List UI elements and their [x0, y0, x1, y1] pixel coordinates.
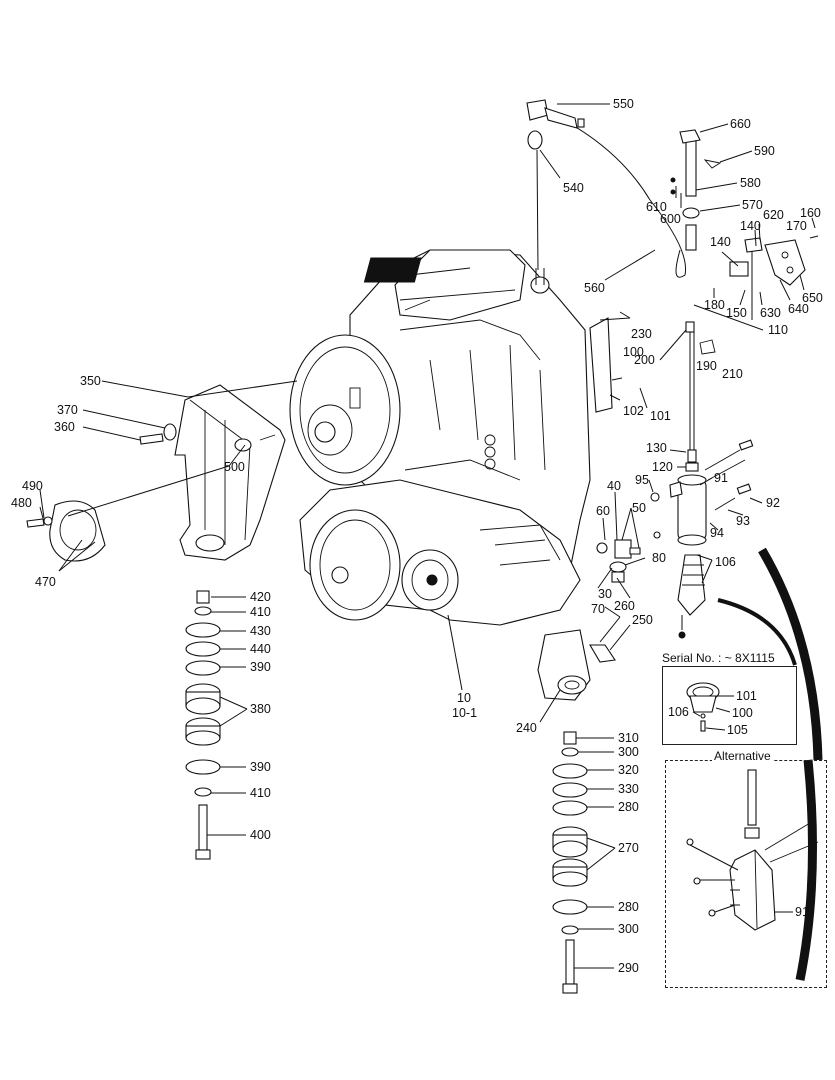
callout-40: 40	[607, 479, 621, 493]
callout-91: 91	[714, 471, 728, 485]
callout-420: 420	[250, 590, 271, 604]
callout-140a: 140	[740, 219, 761, 233]
callout-110: 110	[768, 323, 788, 337]
callout-470: 470	[35, 575, 56, 589]
callout-70: 70	[591, 602, 605, 616]
leader-lines	[39, 103, 816, 969]
callout-300b: 300	[618, 922, 639, 936]
callout-92: 92	[766, 496, 780, 510]
callout-120: 120	[652, 460, 673, 474]
callout-390a: 390	[250, 660, 271, 674]
callout-360: 360	[54, 420, 75, 434]
callout-290: 290	[618, 961, 639, 975]
callout-560: 560	[584, 281, 605, 295]
callout-630: 630	[760, 306, 781, 320]
callout-160: 160	[800, 206, 821, 220]
callout-93: 93	[736, 514, 750, 528]
mount-stack-right	[552, 731, 588, 994]
callout-80: 80	[652, 551, 666, 565]
callout-106: 106	[715, 555, 736, 569]
mount-stack-left	[185, 590, 221, 860]
callout-590: 590	[754, 144, 775, 158]
callout-10: 10	[457, 691, 471, 705]
callout-580: 580	[740, 176, 761, 190]
callout-350: 350	[80, 374, 101, 388]
serial-inset-title: Serial No. : ~ 8X1115	[660, 651, 777, 665]
callout-95: 95	[635, 473, 649, 487]
serial-callout-101: 101	[736, 689, 757, 703]
flange-470	[26, 500, 106, 562]
callout-400: 400	[250, 828, 271, 842]
callout-240: 240	[516, 721, 537, 735]
callout-102: 102	[623, 404, 644, 418]
cover-plate-100	[589, 317, 631, 413]
callout-94: 94	[710, 526, 724, 540]
callout-280b: 280	[618, 900, 639, 914]
dipstick-tube-group	[526, 99, 819, 460]
connector-group-30-80	[596, 539, 641, 583]
callout-310: 310	[618, 731, 639, 745]
alternative-callout-91: 91	[795, 905, 809, 919]
callout-320: 320	[618, 763, 639, 777]
callout-650: 650	[802, 291, 823, 305]
callout-180: 180	[704, 298, 725, 312]
callout-10-1: 10-1	[452, 706, 477, 720]
callout-200: 200	[634, 353, 655, 367]
callout-600: 600	[660, 212, 681, 226]
callout-550: 550	[613, 97, 634, 111]
callout-300a: 300	[618, 745, 639, 759]
callout-440: 440	[250, 642, 271, 656]
serial-callout-100: 100	[732, 706, 753, 720]
hose-lines	[717, 547, 823, 981]
alternative-box-parts	[686, 769, 819, 931]
callout-260: 260	[614, 599, 635, 613]
serial-inset-box	[662, 666, 797, 745]
callout-330: 330	[618, 782, 639, 796]
callout-540: 540	[563, 181, 584, 195]
callout-50: 50	[632, 501, 646, 515]
callout-410a: 410	[250, 605, 271, 619]
callout-660: 660	[730, 117, 751, 131]
callout-60: 60	[596, 504, 610, 518]
serial-box-parts	[686, 682, 720, 732]
callout-170: 170	[786, 219, 807, 233]
filter-91-group	[650, 439, 754, 639]
callout-130: 130	[646, 441, 667, 455]
callout-370: 370	[57, 403, 78, 417]
serial-callout-105: 105	[727, 723, 748, 737]
mount-bracket-350	[139, 384, 286, 561]
callout-390b: 390	[250, 760, 271, 774]
callout-150: 150	[726, 306, 747, 320]
callout-410b: 410	[250, 786, 271, 800]
serial-callout-106: 106	[668, 705, 689, 719]
callout-30: 30	[598, 587, 612, 601]
callout-480: 480	[11, 496, 32, 510]
callout-500: 500	[224, 460, 245, 474]
callout-250: 250	[632, 613, 653, 627]
callout-101: 101	[650, 409, 671, 423]
callout-labels: 550 660 590 540 580 610 600 570 620 160 …	[11, 97, 823, 975]
mount-bracket-240	[537, 629, 616, 701]
transmission-assembly	[289, 249, 591, 626]
alternative-inset-box	[665, 760, 827, 988]
callout-640: 640	[788, 302, 809, 316]
callout-100: 100	[623, 345, 644, 359]
callout-230: 230	[631, 327, 652, 341]
callout-140b: 140	[710, 235, 731, 249]
callout-280a: 280	[618, 800, 639, 814]
callout-620: 620	[763, 208, 784, 222]
callout-610: 610	[646, 200, 667, 214]
alternative-inset-title: Alternative	[712, 749, 773, 763]
callout-570: 570	[742, 198, 763, 212]
callout-210: 210	[722, 367, 743, 381]
callout-490: 490	[22, 479, 43, 493]
callout-380: 380	[250, 702, 271, 716]
callout-270: 270	[618, 841, 639, 855]
callout-430: 430	[250, 624, 271, 638]
callout-190: 190	[696, 359, 717, 373]
